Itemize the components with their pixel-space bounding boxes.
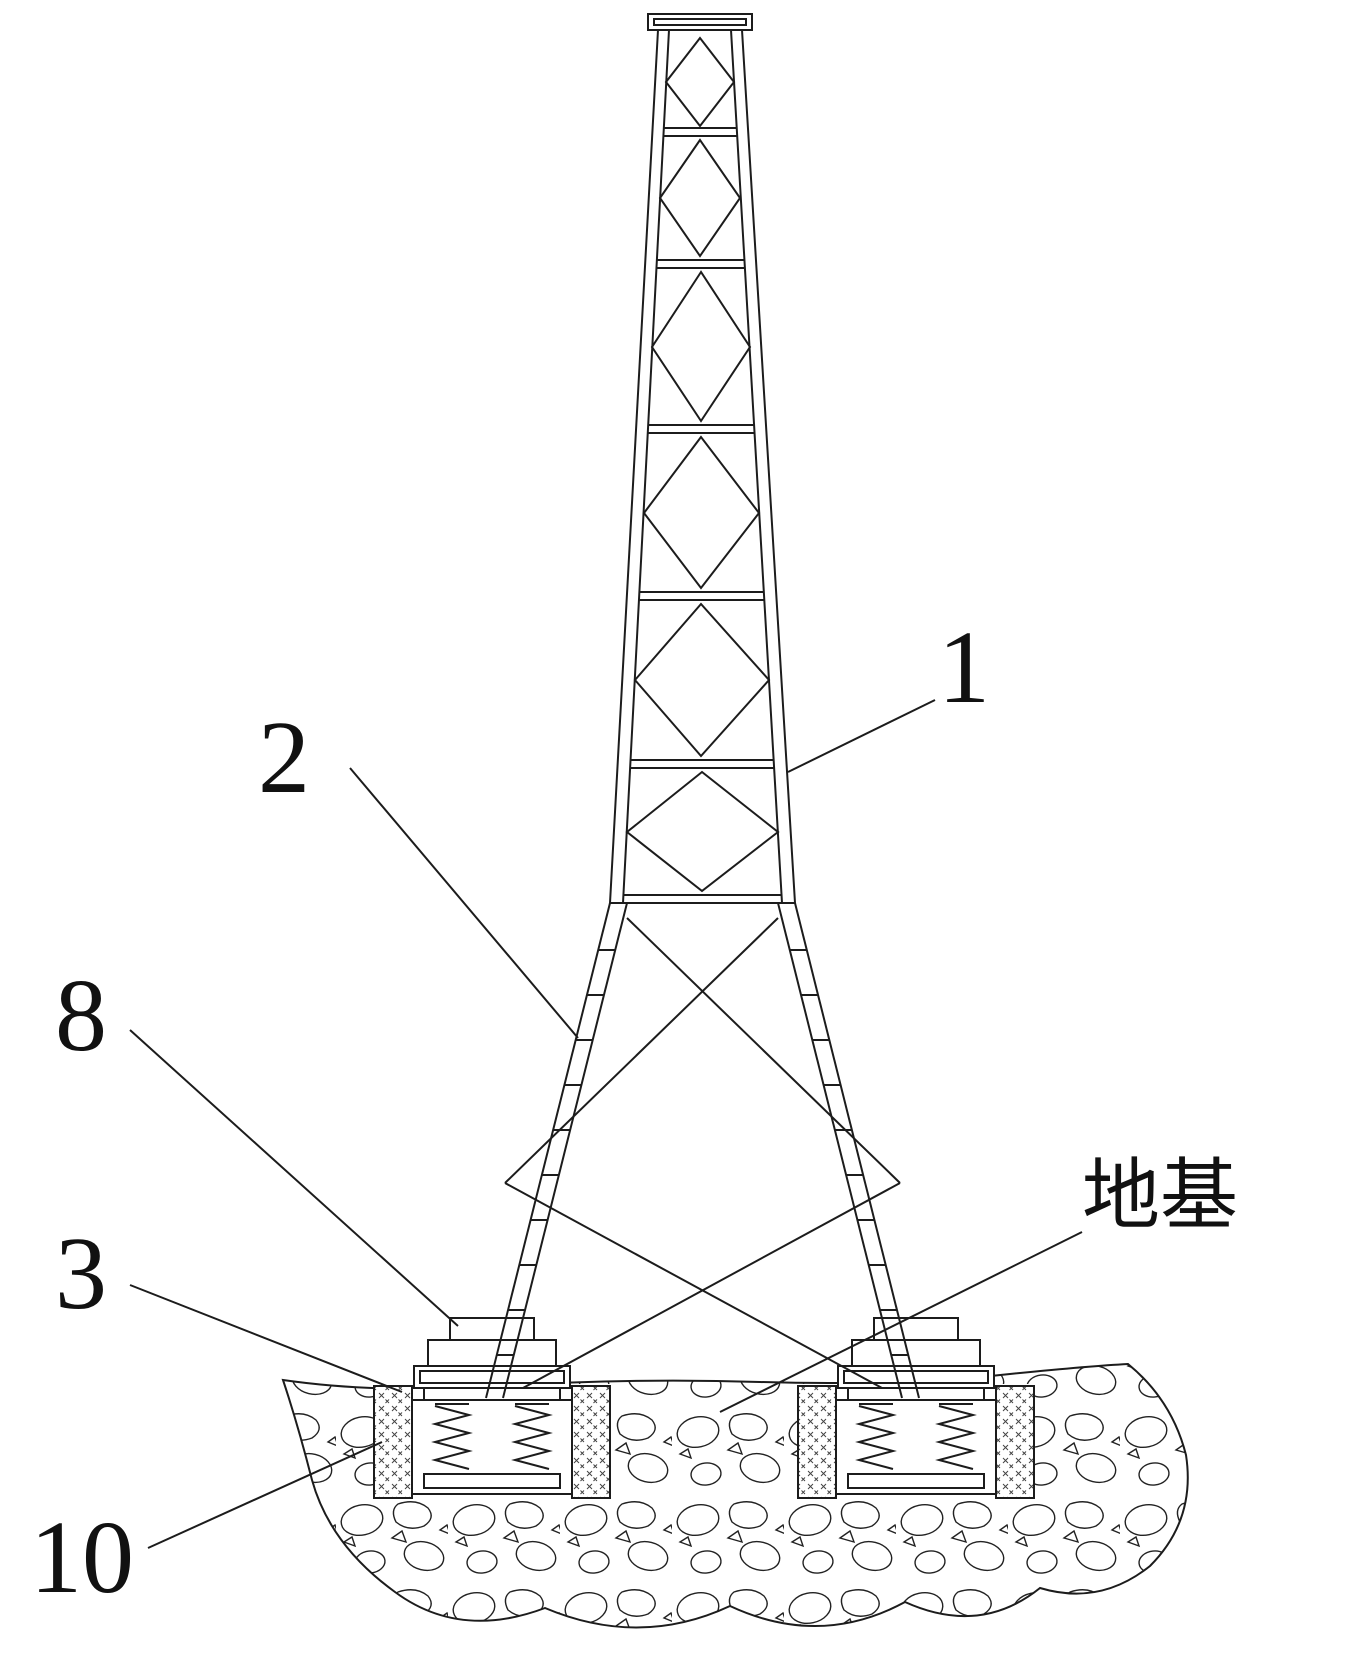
right-foundation [797, 1317, 1035, 1500]
mast-top-cap-inner [653, 18, 747, 26]
tower-left-leg [485, 902, 628, 1399]
left-sidewall-right [571, 1385, 611, 1499]
right-leg-rungs [790, 949, 908, 1356]
right-sidewall-left [797, 1385, 837, 1499]
mast-rungs [623, 127, 782, 896]
tower-mast [608, 13, 797, 904]
tower-right-leg [777, 902, 920, 1399]
left-foundation [373, 1317, 611, 1500]
left-anchor-bar [423, 1387, 561, 1401]
spring-coil [431, 1405, 473, 1470]
right-sidewall-right [995, 1385, 1035, 1499]
leader-line-1 [787, 699, 936, 773]
leader-line-2 [349, 767, 579, 1039]
leader-line-3 [129, 1284, 403, 1393]
label-10: 10 [30, 1500, 134, 1615]
right-cap-upper [873, 1317, 959, 1341]
reference-labels: 1 2 8 3 10 地基 [30, 610, 1238, 1615]
label-3: 3 [55, 1216, 107, 1331]
right-cap-lower [851, 1339, 981, 1367]
mast-diamond-bracing [625, 36, 780, 893]
right-box-bottom-plate [847, 1473, 985, 1489]
label-2: 2 [258, 700, 310, 815]
left-leg-rungs [497, 949, 615, 1356]
mast-inner-edge [621, 29, 784, 904]
ground-outline [281, 1362, 1189, 1629]
leader-line-ground [719, 1231, 1083, 1413]
left-damper-springs [431, 1403, 553, 1470]
spring-coil [935, 1405, 977, 1470]
right-damper-springs [855, 1403, 977, 1470]
left-box-bottom-plate [423, 1473, 561, 1489]
leg-cross-bracing [504, 917, 901, 1389]
leader-line-10 [147, 1441, 383, 1549]
right-base-plate-inner [843, 1370, 989, 1384]
left-cap-lower [427, 1339, 557, 1367]
spring-coil [511, 1405, 553, 1470]
label-ground: 地基 [1082, 1152, 1238, 1239]
tower-legs [485, 902, 920, 1399]
label-1: 1 [938, 610, 990, 725]
leader-line-8 [129, 1029, 459, 1327]
label-8: 8 [55, 958, 107, 1073]
left-cap-upper [449, 1317, 535, 1341]
leader-lines [129, 699, 1083, 1549]
mast-top-cap [647, 13, 753, 31]
spring-coil [855, 1405, 897, 1470]
